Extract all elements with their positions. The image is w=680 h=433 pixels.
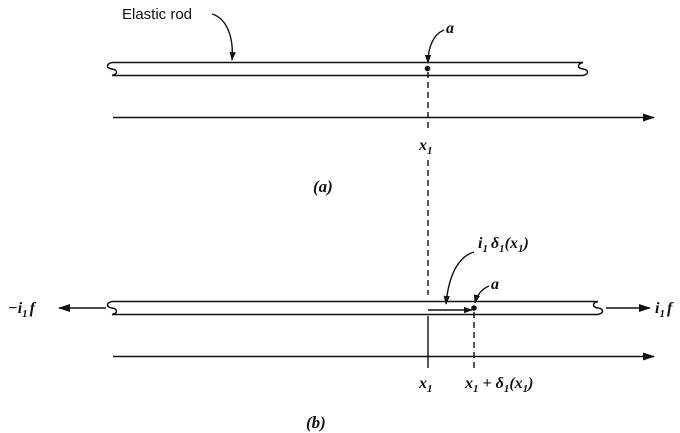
caption-a: (a): [313, 177, 333, 196]
elastic-rod-a: [106, 61, 589, 77]
panel-a: Elastic rod a x1 (a): [106, 6, 655, 196]
rod-label-leader: [211, 13, 236, 61]
x1-label-b: x1: [418, 375, 433, 395]
point-a-marker: [424, 65, 431, 72]
rod-label: Elastic rod: [122, 6, 192, 23]
displaced-position-label: x1 + δ1(x1): [464, 375, 533, 395]
point-a-displaced-marker: [471, 305, 477, 311]
elastic-rod-b: [106, 300, 604, 316]
caption-b: (b): [306, 413, 326, 432]
point-a-leader: [424, 29, 445, 64]
point-a-label: a: [446, 20, 454, 37]
x1-label-a: x1: [418, 137, 433, 157]
point-a-displaced-leader: [473, 285, 490, 304]
displacement-leader: [443, 251, 475, 305]
point-a-displaced-label: a: [491, 276, 499, 293]
